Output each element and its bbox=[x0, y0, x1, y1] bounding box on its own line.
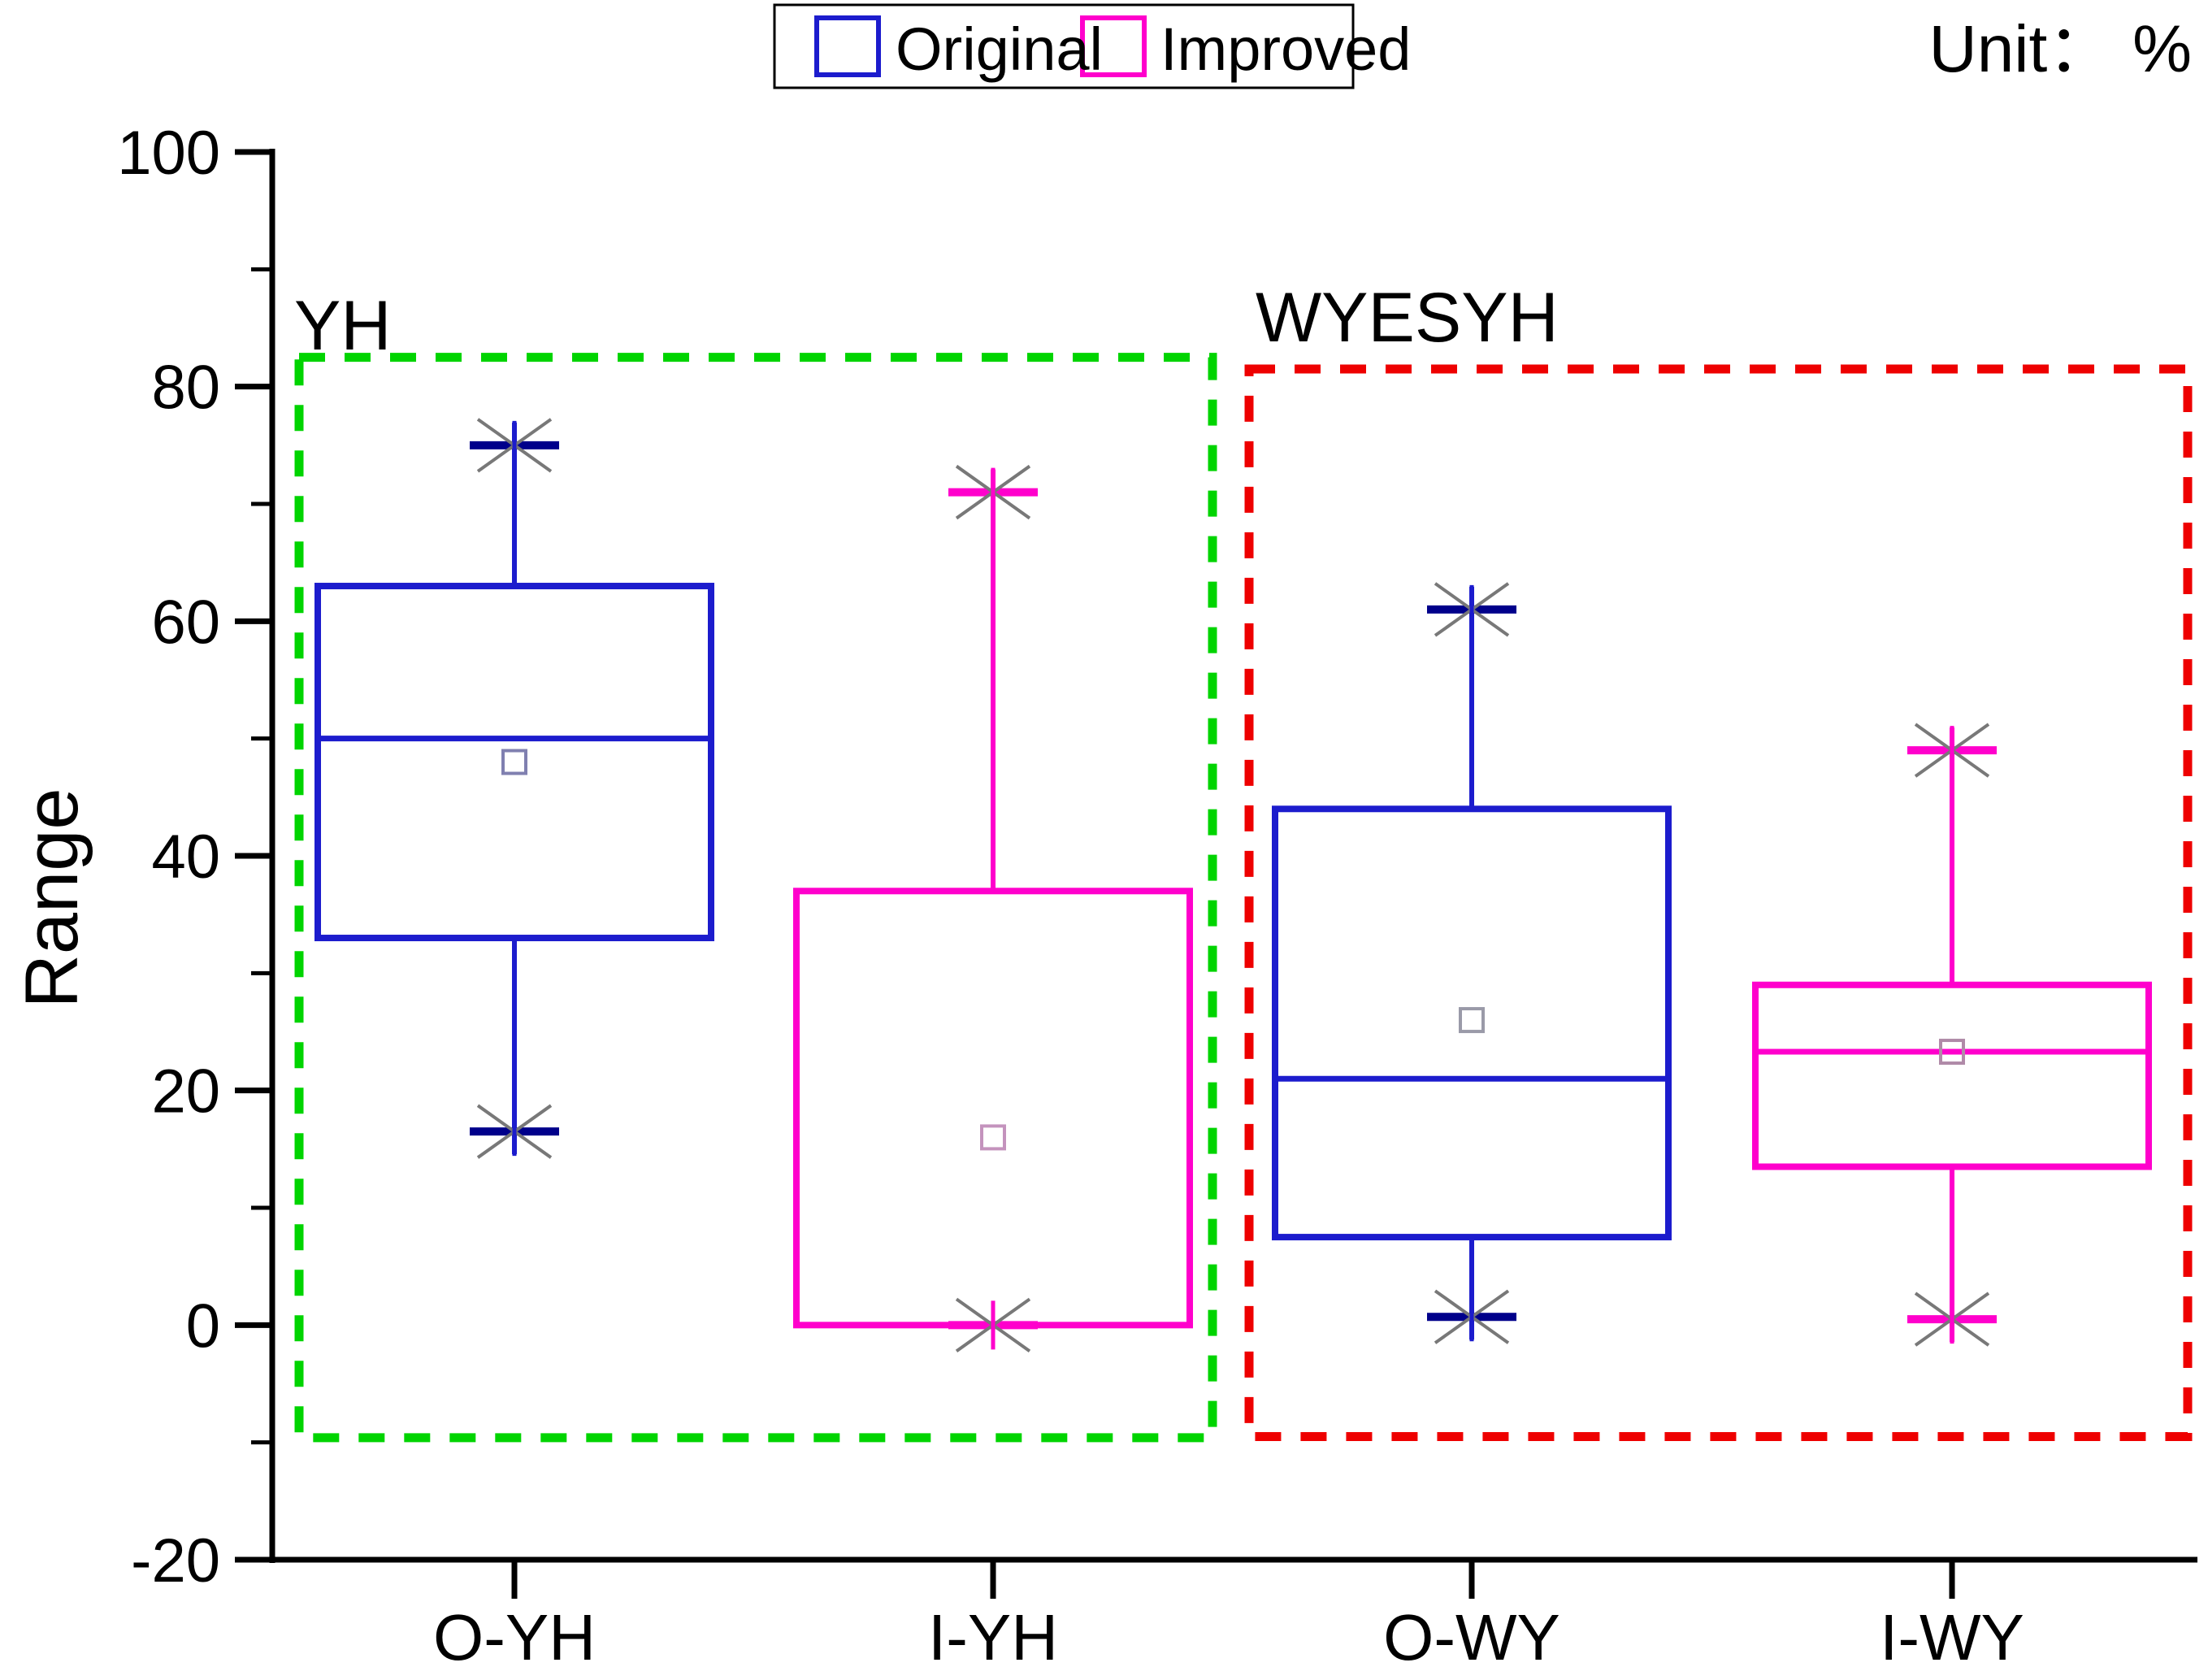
box-rect bbox=[1272, 805, 1672, 1241]
x-category-label-i-yh: I-YH bbox=[928, 1601, 1058, 1673]
x-category-label-i-wy: I-WY bbox=[1880, 1601, 2024, 1673]
group-label-yh: YH bbox=[294, 287, 391, 365]
box-rect bbox=[1752, 981, 2152, 1170]
group-label-wyesyh: WYESYH bbox=[1256, 279, 1559, 357]
y-tick-label: 100 bbox=[117, 119, 220, 188]
box-o-wy bbox=[1272, 582, 1672, 1344]
box-o-yh bbox=[314, 418, 714, 1159]
y-tick-label: 40 bbox=[151, 823, 220, 892]
legend-shapes-layer bbox=[773, 3, 1355, 89]
y-tick-label: 80 bbox=[151, 354, 220, 423]
y-tick-label: -20 bbox=[131, 1526, 220, 1595]
legend-swatch-original bbox=[814, 15, 881, 77]
legend-label-improved: Improved bbox=[1160, 15, 1411, 83]
x-category-label-o-yh: O-YH bbox=[433, 1601, 596, 1673]
box-series-layer bbox=[314, 418, 2152, 1352]
mean-marker bbox=[1939, 1039, 1965, 1066]
group-box-yh bbox=[294, 353, 1217, 1443]
y-tick-label: 20 bbox=[151, 1057, 220, 1127]
legend-label-original: Original bbox=[896, 15, 1103, 83]
y-tick-label: 0 bbox=[186, 1291, 220, 1361]
mean-marker bbox=[980, 1124, 1006, 1151]
unit-label: Unit： % bbox=[1928, 12, 2192, 86]
box-rect bbox=[314, 583, 714, 942]
y-axis-title: Range bbox=[11, 788, 93, 1008]
mean-marker bbox=[1459, 1007, 1485, 1034]
mean-marker bbox=[501, 749, 527, 775]
box-rect bbox=[793, 888, 1193, 1329]
legend-swatch-improved bbox=[1080, 15, 1147, 77]
y-tick-label: 60 bbox=[151, 588, 220, 657]
axes-layer: 100 80 60 40 20 0 -20 bbox=[117, 119, 2197, 1599]
box-i-yh bbox=[793, 464, 1193, 1352]
group-box-wyesyh bbox=[1244, 364, 2193, 1441]
x-category-label-o-wy: O-WY bbox=[1383, 1601, 1560, 1673]
box-i-wy bbox=[1752, 723, 2152, 1347]
group-annotation-layer bbox=[294, 353, 2193, 1443]
